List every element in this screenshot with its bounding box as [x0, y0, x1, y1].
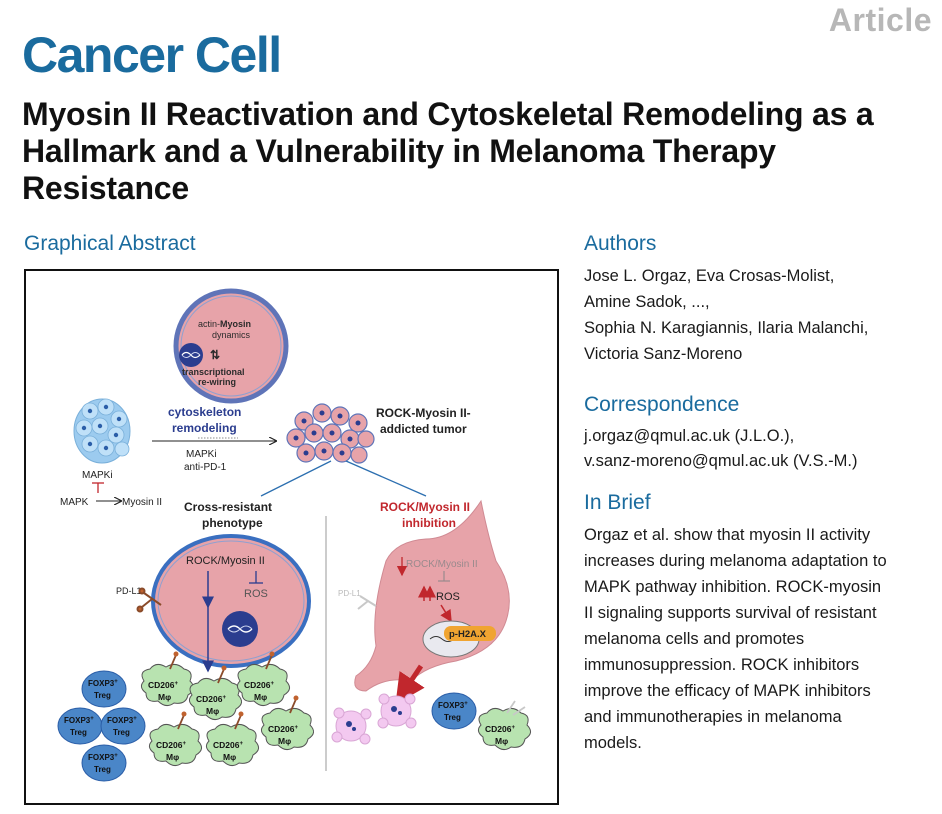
svg-text:CD206+: CD206+ — [148, 680, 178, 690]
ph2ax-label: p-H2A.X — [449, 629, 487, 640]
svg-text:Mφ: Mφ — [223, 752, 236, 762]
rock-inhibition-label-2: inhibition — [402, 516, 456, 530]
tumor-label-1: ROCK-Myosin II- — [376, 406, 471, 420]
cytoskeleton-label: cytoskeleton — [168, 405, 241, 419]
svg-text:CD206+: CD206+ — [244, 680, 274, 690]
svg-text:CD206+: CD206+ — [268, 724, 298, 734]
authors-line: Sophia N. Karagiannis, Ilaria Malanchi, — [584, 319, 869, 337]
macrophage: CD206+ Mφ — [140, 651, 194, 707]
in-brief-line: models. — [584, 734, 642, 752]
correspondence-heading: Correspondence — [584, 393, 740, 416]
in-brief-line: Orgaz et al. show that myosin II activit… — [584, 526, 871, 544]
svg-text:Mφ: Mφ — [278, 736, 291, 746]
svg-text:Treg: Treg — [70, 728, 87, 737]
graphical-abstract-heading: Graphical Abstract — [24, 232, 196, 255]
phenotype-label: phenotype — [202, 516, 263, 530]
top-cell-line4: re-wiring — [198, 377, 236, 387]
article-title: Myosin II Reactivation and Cytoskeletal … — [22, 96, 874, 206]
melanoma-cluster-pink — [286, 403, 375, 464]
treg-cell: FOXP3+ Treg — [81, 670, 127, 708]
svg-text:FOXP3+: FOXP3+ — [64, 716, 94, 725]
bidirectional-arrows-icon: ⇅ — [210, 348, 220, 362]
svg-text:FOXP3+: FOXP3+ — [438, 701, 468, 710]
macrophage: CD206+ Mφ — [148, 711, 202, 767]
anti-pd1-label: anti-PD-1 — [184, 462, 227, 473]
melanoma-cluster-blue — [73, 398, 131, 464]
article-type-label: Article — [828, 2, 932, 38]
myosin-ii-label: Myosin II — [122, 497, 162, 508]
death-arrow — [395, 664, 425, 705]
svg-text:CD206+: CD206+ — [156, 740, 186, 750]
treg-cell: FOXP3+ Treg — [57, 707, 103, 745]
svg-text:Treg: Treg — [113, 728, 130, 737]
graphical-abstract-svg: actin-Myosin dynamics ⇅ transcriptional … — [57, 288, 531, 782]
treg-cells: FOXP3+ Treg FOXP3+ Treg FOXP3+ Treg FOXP… — [57, 670, 477, 782]
rock-myosin-faded-label: ROCK/Myosin II — [406, 559, 478, 570]
authors-line: Jose L. Orgaz, Eva Crosas-Molist, — [584, 267, 835, 285]
svg-text:FOXP3+: FOXP3+ — [88, 753, 118, 762]
authors-heading: Authors — [584, 232, 657, 255]
in-brief-line: II signaling supports survival of resist… — [584, 604, 877, 622]
mapk-label: MAPK — [60, 497, 89, 508]
top-cell: actin-Myosin dynamics ⇅ transcriptional … — [173, 288, 289, 404]
pd-l1-faded-icon — [357, 595, 377, 610]
svg-text:Mφ: Mφ — [166, 752, 179, 762]
pd-l1-receptor-icon — [136, 587, 162, 613]
top-cell-line1: actin-Myosin — [198, 319, 251, 329]
resistant-cell: ROCK/Myosin II ROS — [151, 534, 311, 668]
inhibited-cell: ROCK/Myosin II ROS p-H2A.X — [354, 499, 510, 692]
authors-line: Amine Sadok, ..., — [584, 293, 710, 311]
in-brief-heading: In Brief — [584, 491, 651, 514]
top-cell-line2: dynamics — [212, 330, 251, 340]
svg-text:CD206+: CD206+ — [196, 694, 226, 704]
treg-cell: FOXP3+ Treg — [81, 744, 127, 782]
treg-cell: FOXP3+ Treg — [100, 707, 146, 745]
svg-text:Mφ: Mφ — [254, 692, 267, 702]
svg-text:Mφ: Mφ — [158, 692, 171, 702]
in-brief-line: melanoma cells and promotes — [584, 630, 805, 648]
authors-line: Victoria Sanz-Moreno — [584, 345, 743, 363]
correspondence-email-link[interactable]: v.sanz-moreno@qmul.ac.uk (V.S.-M.) — [584, 452, 858, 470]
left-mapki-label: MAPKi — [82, 470, 113, 481]
in-brief-line: increases during melanoma adaptation to — [584, 552, 887, 570]
remodeling-label: remodeling — [172, 421, 237, 435]
macrophage: CD206+ Mφ — [236, 651, 290, 707]
macrophages: CD206+ Mφ CD206+ Mφ CD206+ Mφ CD206+ Mφ … — [140, 651, 531, 767]
macrophage: CD206+ Mφ — [260, 695, 314, 751]
svg-text:Treg: Treg — [444, 713, 461, 722]
svg-text:Treg: Treg — [94, 691, 111, 700]
cross-resistant-label: Cross-resistant — [184, 500, 272, 514]
top-cell-line3: transcriptional — [182, 367, 245, 377]
svg-text:Treg: Treg — [94, 765, 111, 774]
in-brief-line: immunosuppression. ROCK inhibitors — [584, 656, 860, 674]
svg-text:Mφ: Mφ — [206, 706, 219, 716]
apoptotic-cells — [331, 693, 417, 745]
ros-label-2: ROS — [436, 591, 460, 603]
macrophage: CD206+ Mφ — [205, 711, 259, 767]
ros-label: ROS — [244, 588, 268, 600]
svg-text:CD206+: CD206+ — [213, 740, 243, 750]
treg-cell: FOXP3+ Treg — [431, 692, 477, 730]
svg-text:FOXP3+: FOXP3+ — [88, 679, 118, 688]
graphical-abstract-figure: actin-Myosin dynamics ⇅ transcriptional … — [24, 269, 559, 805]
svg-text:Mφ: Mφ — [495, 736, 508, 746]
in-brief-line: MAPK pathway inhibition. ROCK-myosin — [584, 578, 882, 596]
rock-myosin-label: ROCK/Myosin II — [186, 555, 265, 567]
correspondence-email-link[interactable]: j.orgaz@qmul.ac.uk (J.L.O.), — [584, 427, 795, 445]
macrophage: CD206+ Mφ — [477, 700, 531, 751]
pd-l1-label: PD-L1 — [116, 586, 142, 596]
journal-name[interactable]: Cancer Cell — [22, 27, 282, 83]
in-brief-line: and immunotherapies in melanoma — [584, 708, 842, 726]
macrophage: CD206+ Mφ — [188, 665, 242, 721]
pd-l1-faded-label: PD-L1 — [338, 589, 361, 598]
svg-text:FOXP3+: FOXP3+ — [107, 716, 137, 725]
tumor-label-2: addicted tumor — [380, 422, 467, 436]
rock-inhibition-label-1: ROCK/Myosin II — [380, 500, 470, 514]
mapki-label: MAPKi — [186, 449, 217, 460]
in-brief-line: improve the efficacy of MAPK inhibitors — [584, 682, 871, 700]
svg-text:CD206+: CD206+ — [485, 724, 515, 734]
